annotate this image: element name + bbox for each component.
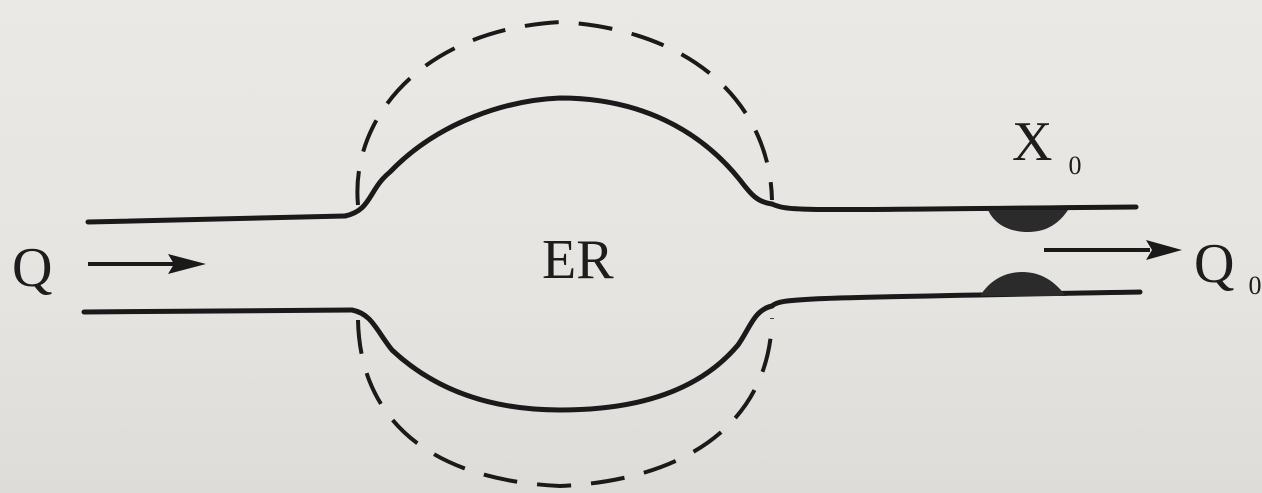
inflow-label: Q	[12, 237, 52, 299]
outlet-lower-wall	[772, 292, 1140, 306]
inlet-upper-wall	[88, 216, 345, 222]
outlet-upper-wall	[772, 204, 1136, 210]
inlet-lower-wall	[84, 310, 352, 312]
chamber-lower-wall	[352, 306, 772, 410]
outflow-label-sub: 0	[1248, 271, 1261, 300]
outflow-label: Q 0	[1194, 233, 1261, 300]
outflow-label-main: Q	[1194, 233, 1234, 295]
deposit-lower	[980, 272, 1066, 296]
expanded-outline-upper	[357, 22, 772, 205]
chamber-upper-wall	[345, 98, 772, 216]
deposit-upper	[988, 210, 1068, 232]
outflow-arrow-head	[1146, 240, 1182, 260]
chamber-label: ER	[542, 229, 614, 291]
deposit-label-main: X	[1012, 111, 1052, 173]
expanded-outline-lower	[358, 318, 772, 486]
deposit-label-sub: 0	[1068, 151, 1081, 180]
deposit-label: X 0	[1012, 111, 1081, 180]
